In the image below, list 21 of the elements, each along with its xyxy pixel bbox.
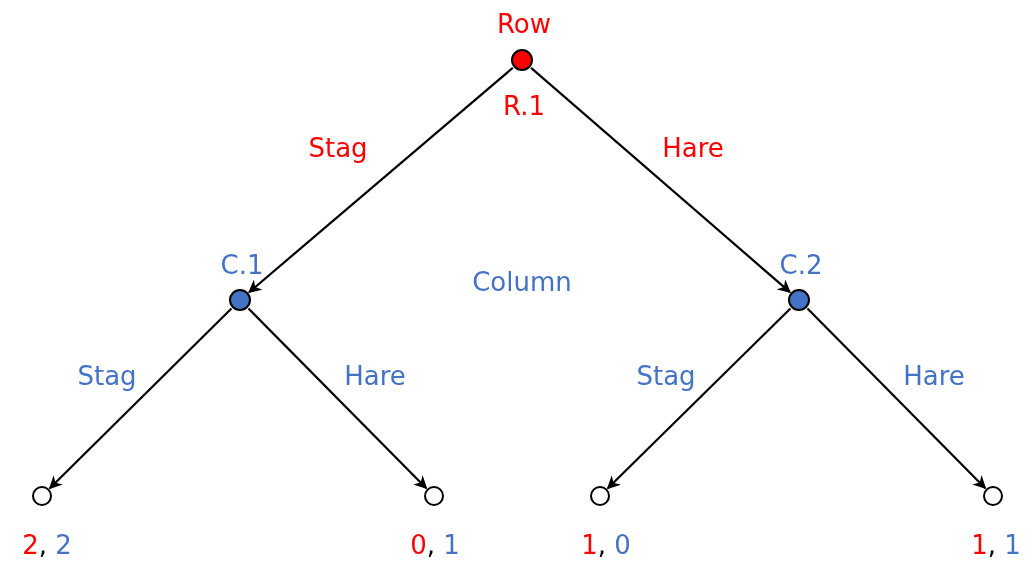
payoff-label: 0, 1 — [410, 530, 460, 560]
player-label: Column — [472, 267, 572, 297]
payoff-label: 2, 2 — [22, 530, 72, 560]
arrow — [806, 307, 987, 490]
arrow — [530, 67, 791, 293]
edge-label: Hare — [662, 133, 724, 163]
player-label: C.2 — [779, 250, 823, 280]
edge-label: Hare — [344, 361, 406, 391]
arrow — [247, 307, 428, 490]
player-label: Row — [496, 9, 552, 39]
payoff-label: 1, 1 — [971, 530, 1021, 560]
edge-label: Stag — [77, 361, 137, 391]
arrow — [48, 307, 233, 490]
payoff-label: 1, 0 — [581, 530, 631, 560]
edge-label: Hare — [903, 361, 965, 391]
arrow — [248, 66, 514, 294]
edge-label: Stag — [636, 361, 696, 391]
arrow — [606, 307, 792, 490]
player-label: C.1 — [220, 250, 264, 280]
node-label: R.1 — [503, 91, 545, 121]
edge-label: Stag — [308, 133, 368, 163]
